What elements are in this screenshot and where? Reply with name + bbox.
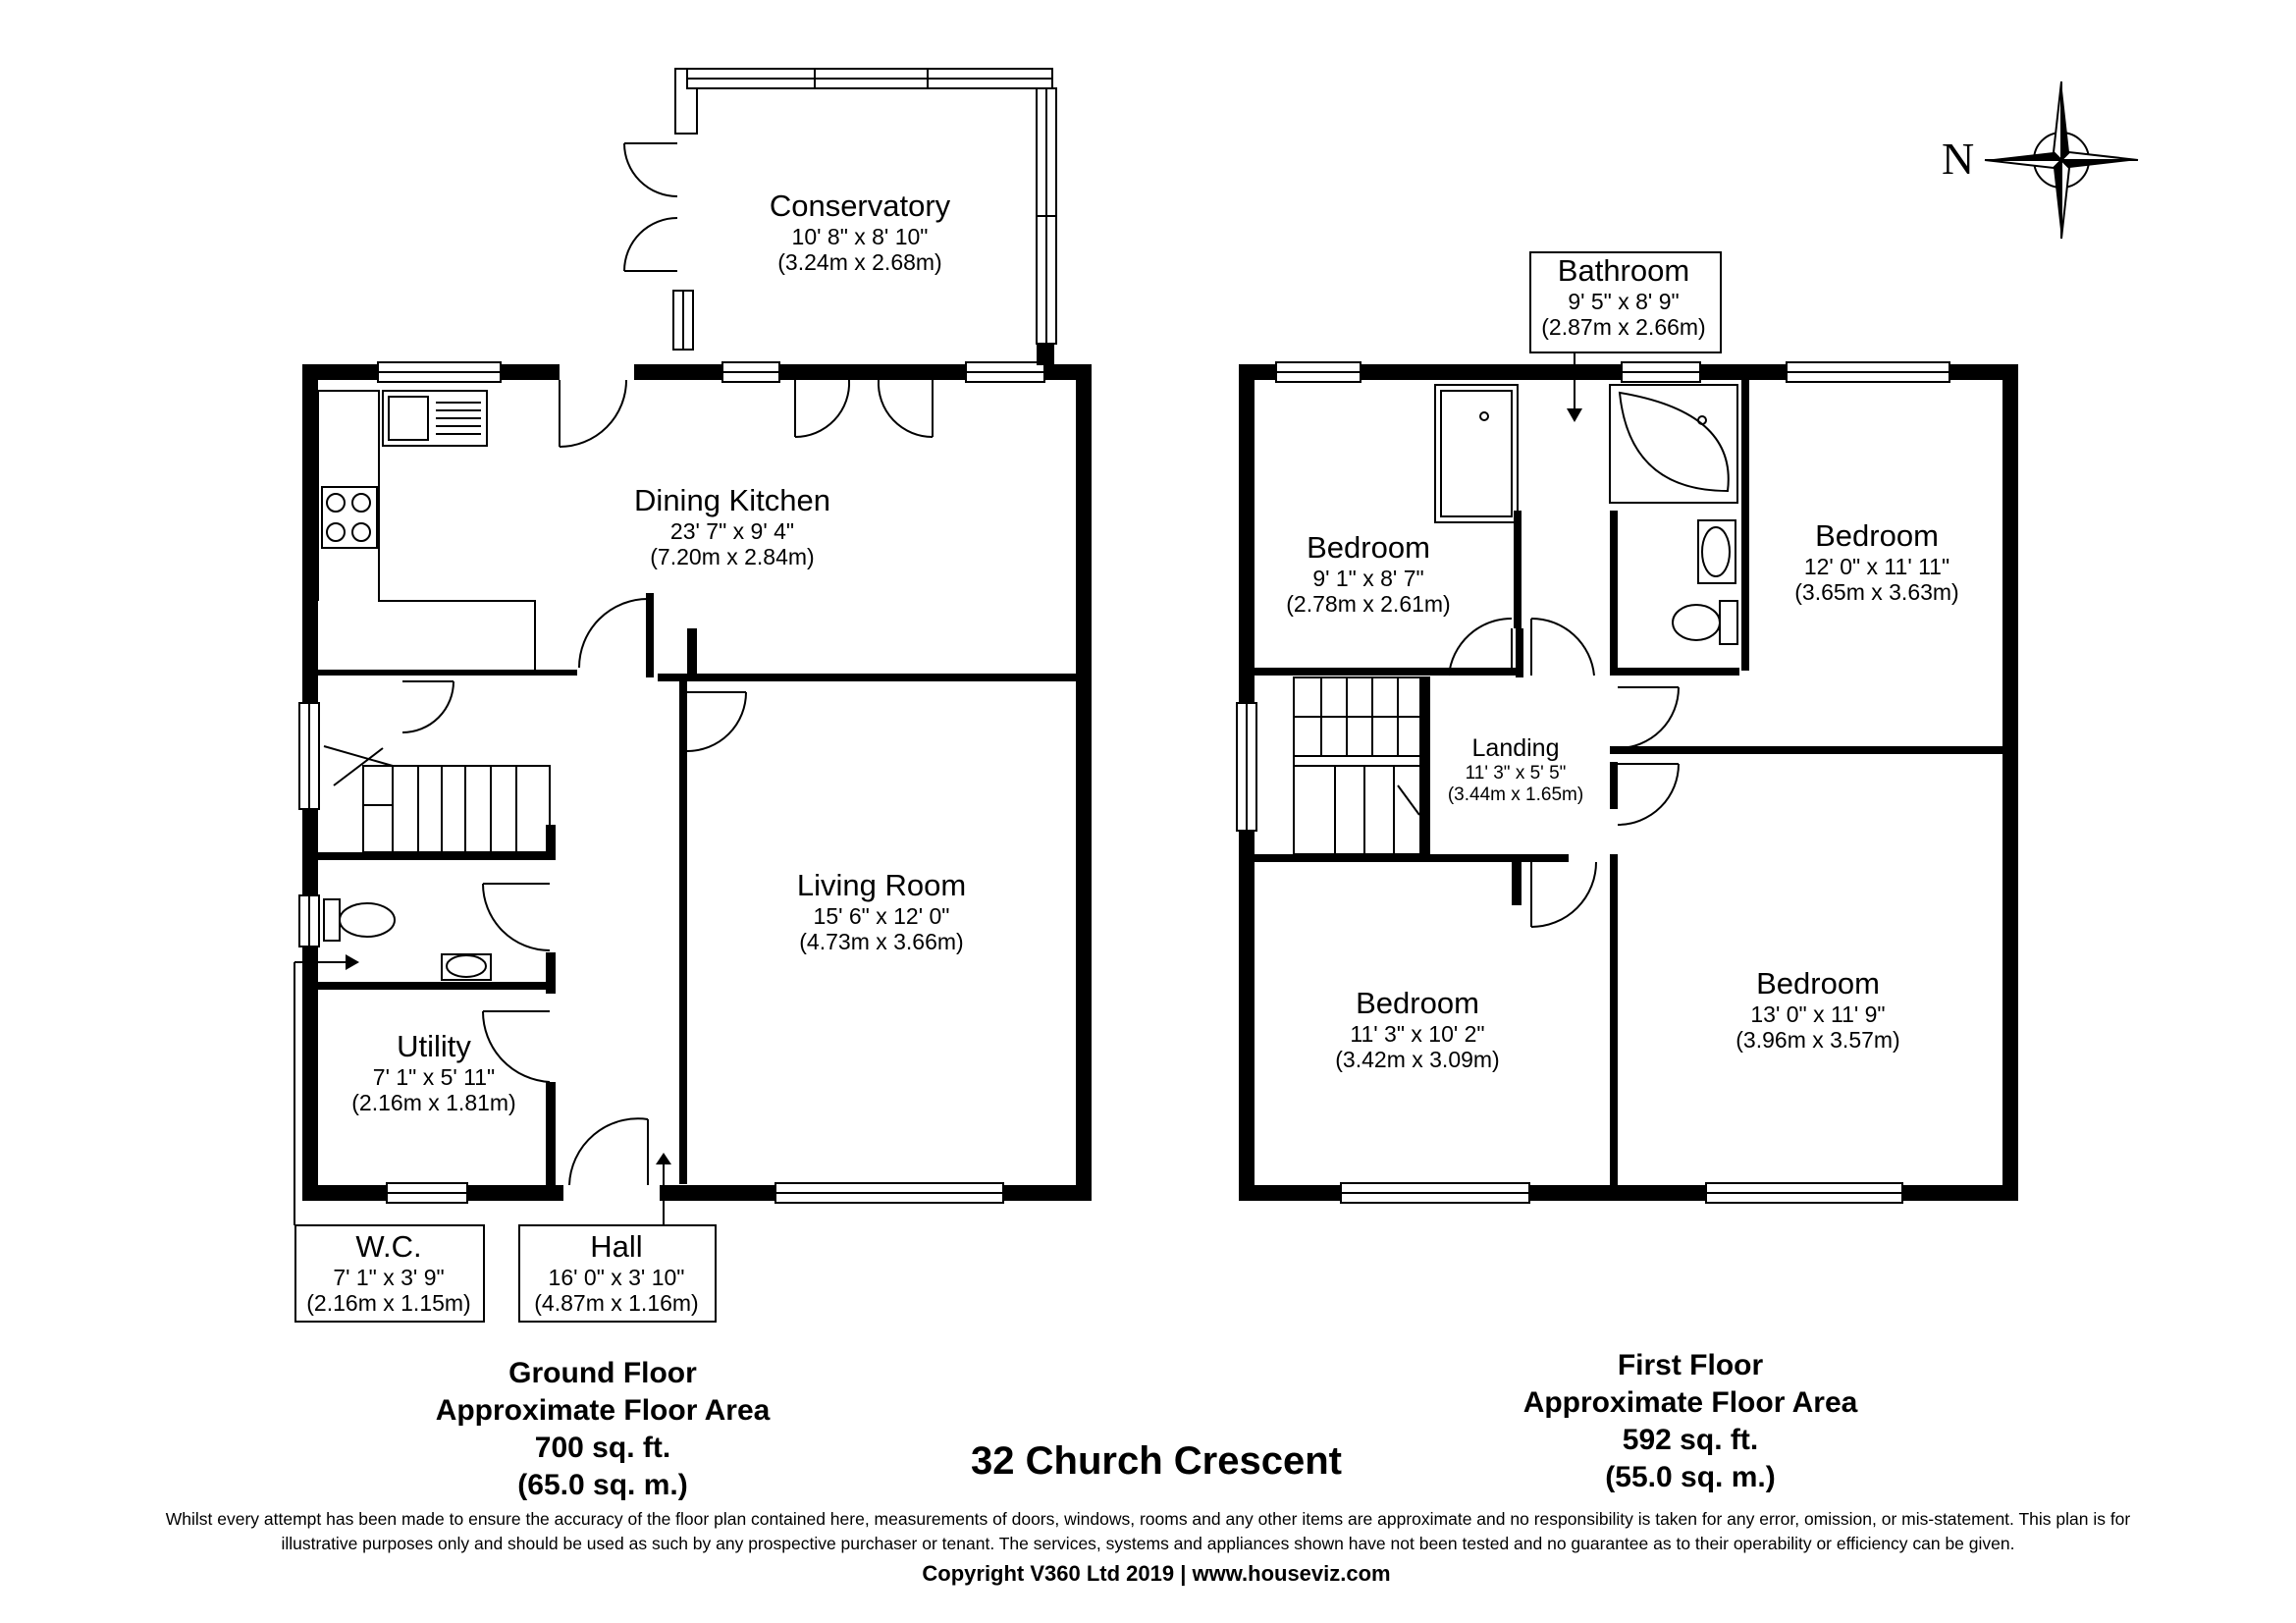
room-wc: W.C. 7' 1" x 3' 9" (2.16m x 1.15m) (306, 1229, 470, 1317)
hall-label-box (518, 1224, 717, 1323)
bathroom-label-box (1529, 251, 1722, 353)
room-metric: (2.78m x 2.61m) (1286, 591, 1451, 618)
room-living-room: Living Room 15' 6" x 12' 0" (4.73m x 3.6… (797, 868, 966, 955)
room-name: Dining Kitchen (634, 483, 830, 517)
floor-area-sqm: (55.0 sq. m.) (1605, 1461, 1776, 1494)
room-metric: (2.87m x 2.66m) (1541, 314, 1706, 341)
room-bedroom-4: Bedroom 13' 0" x 11' 9" (3.96m x 3.57m) (1735, 966, 1899, 1054)
floor-area-sqft: 700 sq. ft. (534, 1432, 671, 1465)
room-metric: (7.20m x 2.84m) (650, 544, 815, 570)
room-bedroom-2: Bedroom 12' 0" x 11' 11" (3.65m x 3.63m) (1794, 518, 1958, 606)
room-conservatory: Conservatory 10' 8" x 8' 10" (3.24m x 2.… (770, 189, 950, 276)
room-name: Bedroom (1356, 986, 1479, 1020)
room-dining-kitchen: Dining Kitchen 23' 7" x 9' 4" (7.20m x 2… (634, 483, 830, 570)
disclaimer: Whilst every attempt has been made to en… (29, 1507, 2267, 1557)
room-imperial: 23' 7" x 9' 4" (669, 517, 795, 544)
room-name: Utility (397, 1029, 471, 1063)
room-metric: (3.44m x 1.65m) (1447, 784, 1584, 805)
disclaimer-line: illustrative purposes only and should be… (281, 1534, 2015, 1554)
first-floor-summary: First Floor Approximate Floor Area 592 s… (1523, 1347, 1858, 1496)
room-name: Bedroom (1815, 518, 1939, 553)
fixtures (317, 384, 1738, 981)
room-imperial: 11' 3" x 10' 2" (1350, 1020, 1485, 1047)
room-metric: (3.24m x 2.68m) (777, 249, 942, 276)
first-floor-walls (1239, 364, 2018, 1201)
ground-floor-summary: Ground Floor Approximate Floor Area 700 … (436, 1355, 771, 1504)
room-name: Living Room (796, 868, 967, 902)
room-name: Landing (1471, 734, 1560, 762)
compass-rose-icon (1984, 81, 2139, 240)
disclaimer-line: Whilst every attempt has been made to en… (165, 1509, 2131, 1529)
floor-area-label: Approximate Floor Area (435, 1394, 771, 1428)
floor-area-label: Approximate Floor Area (1522, 1386, 1858, 1420)
copyright: Copyright V360 Ltd 2019 | www.houseviz.c… (922, 1561, 1391, 1586)
doors (401, 142, 1680, 1186)
room-imperial: 7' 1" x 5' 11" (372, 1063, 496, 1090)
room-bedroom-3: Bedroom 11' 3" x 10' 2" (3.42m x 3.09m) (1335, 986, 1499, 1073)
room-imperial: 9' 5" x 8' 9" (1568, 288, 1680, 314)
conservatory-walls (1037, 344, 1054, 365)
room-hall: Hall 16' 0" x 3' 10" (4.87m x 1.16m) (534, 1229, 698, 1317)
floor-area-sqm: (65.0 sq. m.) (517, 1469, 688, 1502)
room-imperial: 12' 0" x 11' 11" (1803, 553, 1950, 579)
room-metric: (4.87m x 1.16m) (534, 1290, 699, 1317)
room-landing: Landing 11' 3" x 5' 5" (3.44m x 1.65m) (1448, 734, 1583, 805)
label-arrows (346, 408, 1582, 1164)
floor-area-sqft: 592 sq. ft. (1622, 1424, 1759, 1457)
room-imperial: 13' 0" x 11' 9" (1750, 1001, 1886, 1027)
label-leaders (294, 349, 1575, 1225)
room-imperial: 10' 8" x 8' 10" (791, 223, 929, 249)
room-imperial: 9' 1" x 8' 7" (1312, 565, 1424, 591)
room-name: W.C. (355, 1229, 422, 1264)
ground-floor-walls (302, 364, 1092, 1201)
compass-north-label: N (1942, 134, 1975, 184)
room-imperial: 7' 1" x 3' 9" (333, 1264, 445, 1290)
room-name: Bedroom (1756, 966, 1880, 1001)
room-metric: (2.16m x 1.15m) (306, 1290, 471, 1317)
room-bedroom-1: Bedroom 9' 1" x 8' 7" (2.78m x 2.61m) (1286, 530, 1450, 618)
windows (298, 68, 1950, 1204)
room-utility: Utility 7' 1" x 5' 11" (2.16m x 1.81m) (351, 1029, 515, 1116)
room-name: Bathroom (1557, 253, 1690, 288)
room-metric: (4.73m x 3.66m) (799, 929, 964, 955)
floor-label: First Floor (1617, 1349, 1764, 1381)
room-imperial: 15' 6" x 12' 0" (813, 902, 950, 929)
property-address: 32 Church Crescent (971, 1439, 1342, 1483)
wc-label-box (294, 1224, 485, 1323)
room-name: Conservatory (769, 189, 951, 223)
room-metric: (3.96m x 3.57m) (1735, 1027, 1900, 1054)
floor-label: Ground Floor (508, 1357, 697, 1389)
room-imperial: 11' 3" x 5' 5" (1465, 762, 1567, 784)
room-name: Bedroom (1307, 530, 1430, 565)
room-imperial: 16' 0" x 3' 10" (548, 1264, 685, 1290)
room-metric: (2.16m x 1.81m) (351, 1090, 516, 1116)
room-bathroom: Bathroom 9' 5" x 8' 9" (2.87m x 2.66m) (1541, 253, 1705, 341)
room-metric: (3.65m x 3.63m) (1794, 579, 1959, 606)
room-name: Hall (590, 1229, 643, 1264)
room-metric: (3.42m x 3.09m) (1335, 1047, 1500, 1073)
